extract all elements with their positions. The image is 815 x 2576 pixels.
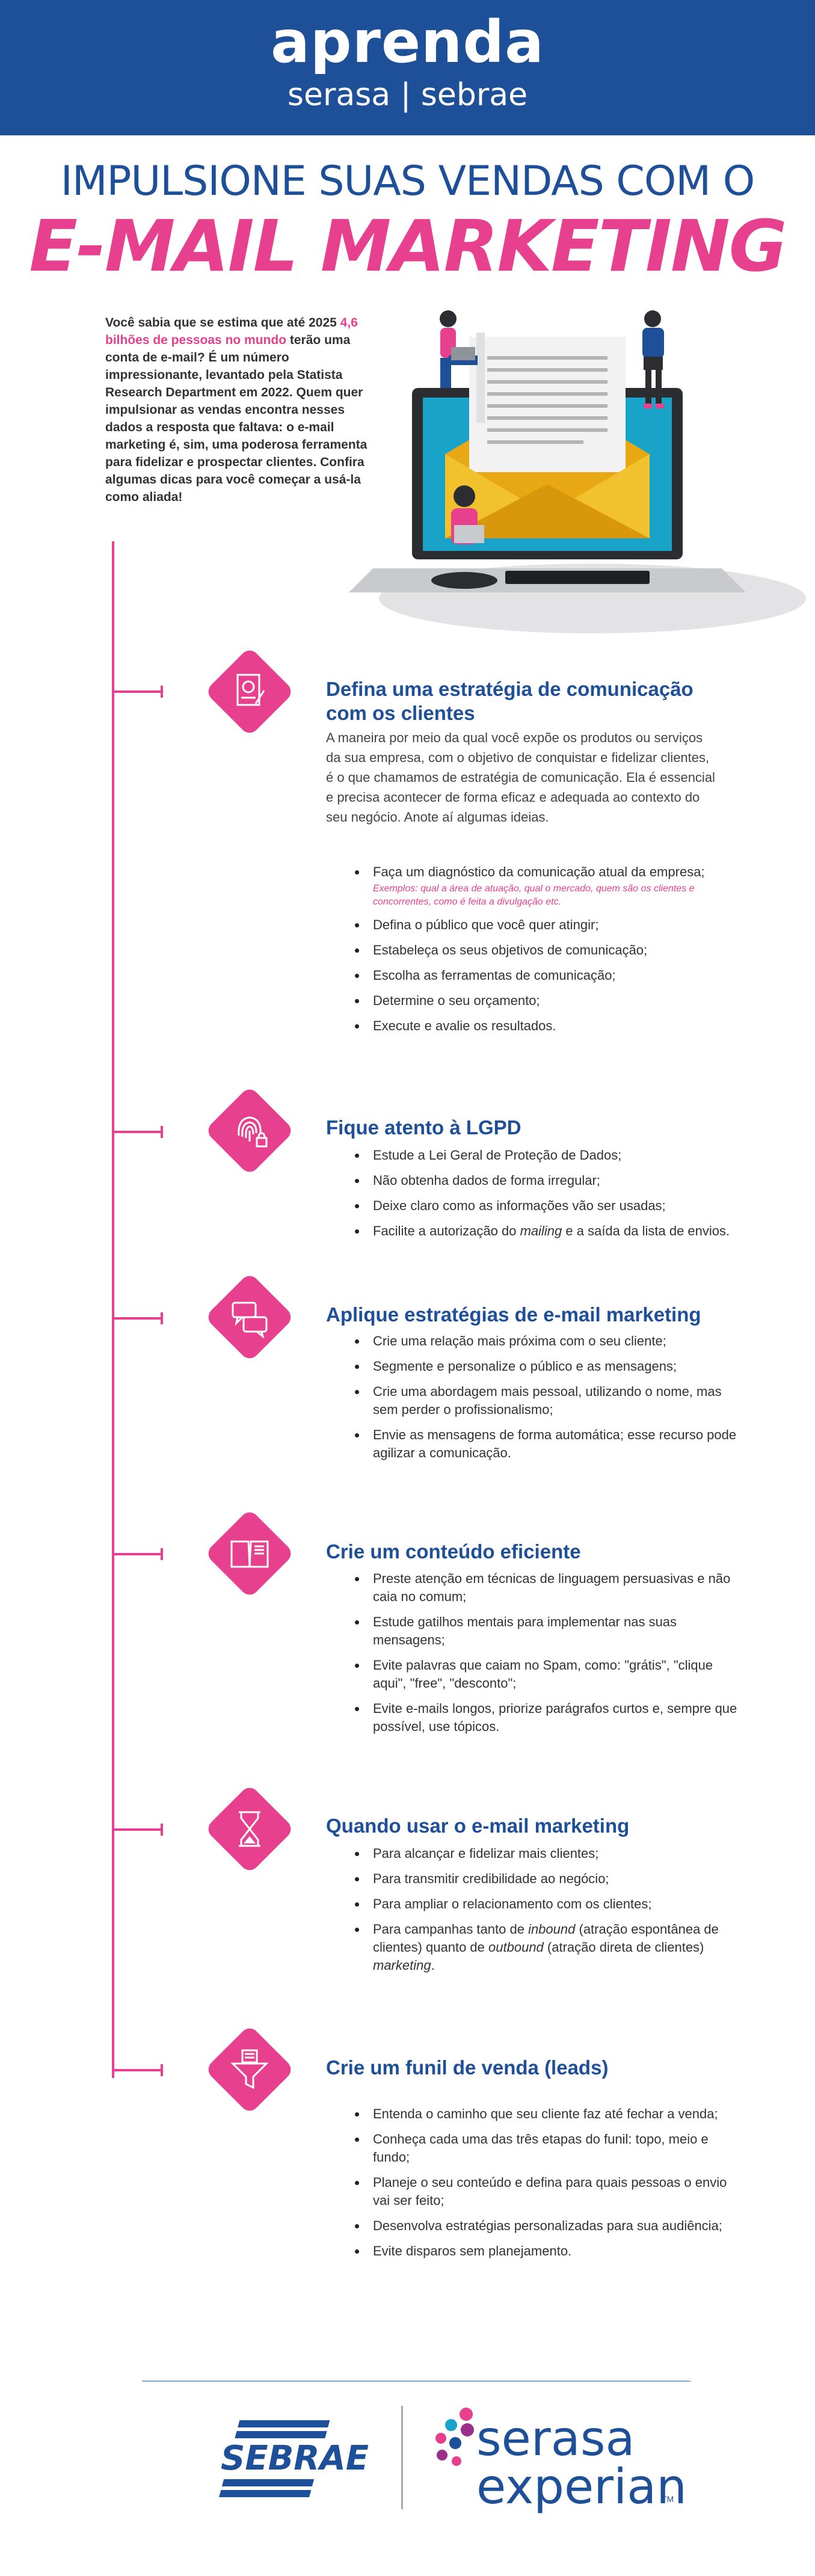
strategy-document-icon — [205, 647, 295, 737]
example-note: Exemplos: qual a área de atuação, qual o… — [373, 884, 695, 907]
section-description: A maneira por meio da qual você expõe os… — [326, 730, 715, 825]
list-item: Faça um diagnóstico da comunicação atual… — [355, 863, 740, 909]
list-item: Para alcançar e fidelizar mais clientes; — [355, 1845, 740, 1863]
list-item: Segmente e personalize o público e as me… — [355, 1357, 740, 1376]
list-item: Entenda o caminho que seu cliente faz at… — [355, 2105, 740, 2123]
sebrae-wordmark: SEBRAE — [221, 2439, 369, 2478]
intro-part-1: Você sabia que se estima que até 2025 — [105, 316, 340, 330]
list-item: Deixe claro como as informações vão ser … — [355, 1197, 740, 1215]
chat-bubbles-icon — [205, 1272, 295, 1362]
section-list: Estude a Lei Geral de Proteção de Dados;… — [355, 1146, 740, 1247]
laptop-email-illustration — [349, 310, 806, 633]
list-item: Não obtenha dados de forma irregular; — [355, 1172, 740, 1190]
list-item: Para campanhas tanto de inbound (atração… — [355, 1920, 740, 1975]
list-item: Planeje o seu conteúdo e defina para qua… — [355, 2174, 740, 2210]
intro-text: Você sabia que se estima que até 2025 4,… — [105, 314, 382, 506]
list-item: Para transmitir credibilidade ao negócio… — [355, 1870, 740, 1888]
intro-part-2: terão uma conta de e-mail? É um número i… — [105, 333, 368, 504]
section-list: Preste atenção em técnicas de linguagem … — [355, 1570, 740, 1743]
section-list: Faça um diagnóstico da comunicação atual… — [355, 863, 740, 1042]
timeline-marker — [112, 1548, 163, 1560]
serasa-wordmark: serasa — [476, 2411, 635, 2467]
timeline-marker — [112, 2064, 163, 2076]
hourglass-icon — [205, 1784, 295, 1874]
list-item: Envie as mensagens de forma automática; … — [355, 1426, 740, 1462]
timeline-marker — [112, 1824, 163, 1836]
section-title: Crie um funil de venda (leads) — [326, 2056, 609, 2079]
intro-highlight: 4,6 bilhões de pessoas no mundo — [105, 316, 358, 347]
sebrae-logo — [219, 2420, 330, 2497]
open-book-icon — [205, 1508, 295, 1599]
section-title: Quando usar o e-mail marketing — [326, 1815, 630, 1837]
list-item: Conheça cada uma das três etapas do funi… — [355, 2130, 740, 2166]
list-item: Para ampliar o relacionamento com os cli… — [355, 1895, 740, 1913]
section-list: Crie uma relação mais próxima com o seu … — [355, 1332, 740, 1469]
list-item: Escolha as ferramentas de comunicação; — [355, 967, 740, 985]
header-bar: aprenda serasa | sebrae — [0, 0, 815, 135]
page-title-top: IMPULSIONE SUAS VENDAS COM O — [60, 158, 755, 205]
list-item: Determine o seu orçamento; — [355, 992, 740, 1010]
list-item: Facilite a autorização do mailing e a sa… — [355, 1222, 740, 1240]
list-item: Crie uma abordagem mais pessoal, utiliza… — [355, 1383, 740, 1419]
list-item: Evite e-mails longos, priorize parágrafo… — [355, 1700, 740, 1736]
timeline-marker — [112, 686, 163, 698]
footer-divider — [142, 2381, 690, 2382]
list-item: Estude gatilhos mentais para implementar… — [355, 1613, 740, 1649]
list-item: Crie uma relação mais próxima com o seu … — [355, 1332, 740, 1350]
list-item: Evite disparos sem planejamento. — [355, 2242, 740, 2260]
fingerprint-lock-icon — [205, 1086, 295, 1176]
list-item: Execute e avalie os resultados. — [355, 1017, 740, 1035]
section-title: Aplique estratégias de e-mail marketing — [326, 1303, 701, 1326]
list-item: Preste atenção em técnicas de linguagem … — [355, 1570, 740, 1606]
logo-separator — [401, 2406, 403, 2509]
list-item: Defina o público que você quer atingir; — [355, 916, 740, 934]
brand-subtitle: serasa | sebrae — [287, 77, 528, 113]
timeline-marker — [112, 1126, 163, 1138]
serasa-dots-logo — [435, 2408, 474, 2466]
experian-wordmark: experian — [476, 2459, 687, 2515]
section-list: Entenda o caminho que seu cliente faz at… — [355, 2105, 740, 2267]
section-title: Crie um conteúdo eficiente — [326, 1540, 581, 1563]
timeline-marker — [112, 1312, 163, 1324]
funnel-icon — [205, 2024, 295, 2115]
brand-title: aprenda — [271, 8, 544, 76]
timeline-line — [112, 541, 114, 2078]
list-item: Evite palavras que caiam no Spam, como: … — [355, 1656, 740, 1692]
section-list: Para alcançar e fidelizar mais clientes;… — [355, 1845, 740, 1982]
list-item: Desenvolva estratégias personalizadas pa… — [355, 2217, 740, 2235]
section-title: Fique atento à LGPD — [326, 1116, 521, 1139]
trademark-mark: TM — [662, 2494, 674, 2504]
list-item: Estude a Lei Geral de Proteção de Dados; — [355, 1146, 740, 1164]
page-title-main: E-MAIL MARKETING — [29, 204, 787, 287]
list-item: Estabeleça os seus objetivos de comunica… — [355, 941, 740, 959]
